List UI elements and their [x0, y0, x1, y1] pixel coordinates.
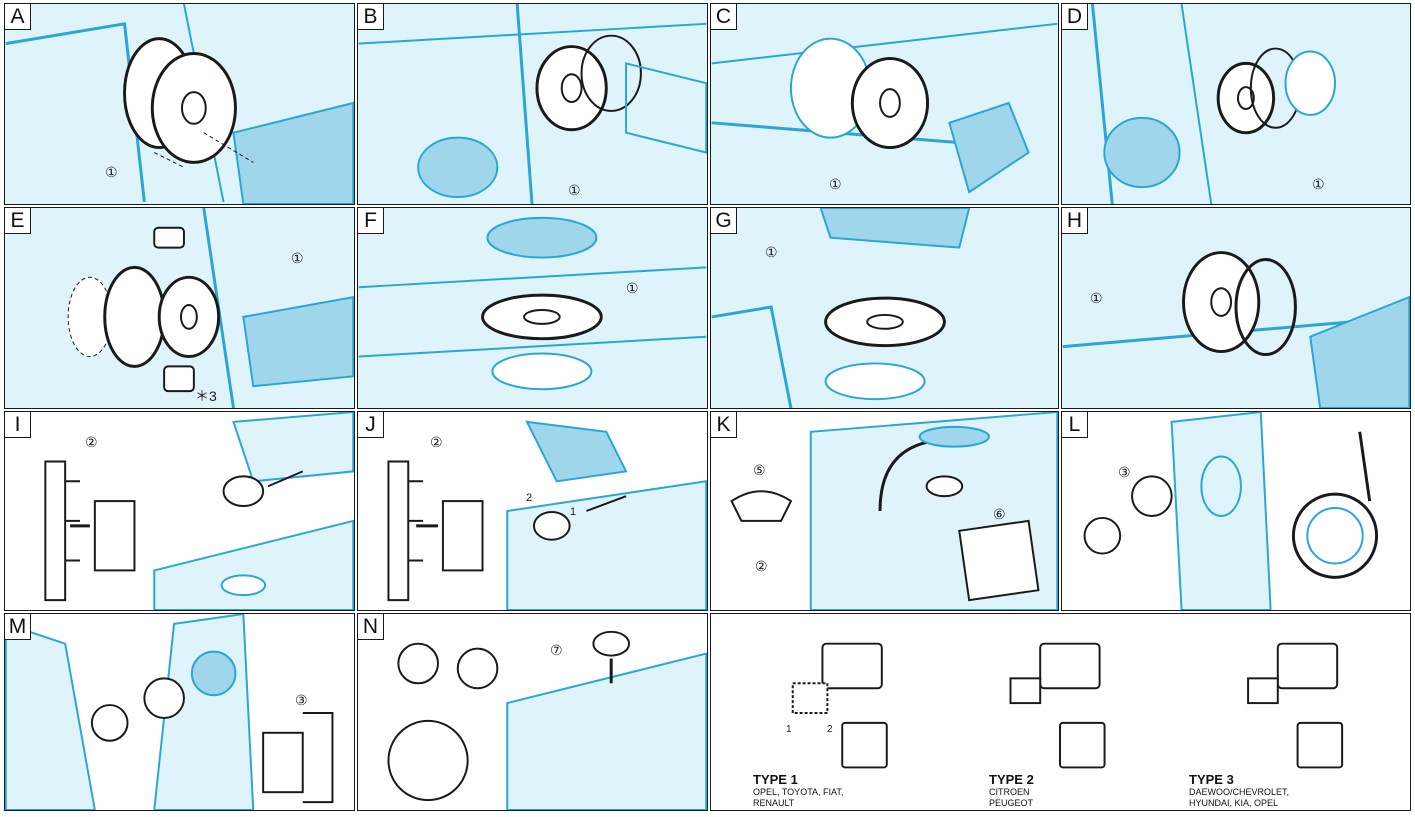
- panel-c-illustration: [711, 22, 1058, 194]
- callout-1: ①: [626, 280, 639, 296]
- panel-label: F: [358, 208, 384, 234]
- callout-2: ②: [755, 558, 768, 574]
- panel-label: G: [711, 208, 737, 234]
- callout-1: ①: [291, 250, 304, 266]
- panel-a-illustration: [5, 4, 354, 204]
- panel-label: A: [5, 4, 31, 30]
- panel-label: J: [358, 412, 384, 438]
- connector-types-panel: 1 2 TYPE 1 OPEL, TOYOTA, FIAT, RENAULT T…: [710, 613, 1411, 811]
- panel-m: M ③: [4, 613, 355, 811]
- panel-h: H ①: [1061, 207, 1411, 409]
- callout-1: ①: [105, 164, 118, 180]
- connector-type-1: TYPE 1 OPEL, TOYOTA, FIAT, RENAULT: [753, 772, 873, 809]
- panel-d-illustration: [1090, 4, 1337, 204]
- panel-c: C ①: [710, 3, 1059, 205]
- panel-label: I: [5, 412, 31, 438]
- callout-1: ①: [829, 176, 842, 192]
- panel-b: B ①: [357, 3, 708, 205]
- panel-label: M: [5, 614, 31, 640]
- callout-5: ⑤: [753, 462, 766, 478]
- panel-g-illustration: [711, 208, 971, 408]
- callout-2: ②: [85, 434, 98, 450]
- panel-b-illustration: [358, 4, 707, 204]
- panel-k: K ⑤ ② ⑥: [710, 411, 1059, 611]
- step-2-label: 2: [827, 724, 833, 735]
- callout-1: ①: [1312, 176, 1325, 192]
- callout-2: ②: [430, 434, 443, 450]
- callout-7: ⑦: [550, 642, 563, 658]
- panel-f-illustration: [358, 216, 707, 391]
- callout-1: ①: [1090, 290, 1103, 306]
- panel-l-illustration: [1083, 412, 1379, 610]
- panel-i: I ②: [4, 411, 355, 611]
- callout-6: ⑥: [993, 506, 1006, 522]
- installation-diagram-grid: A ① B ① C ①: [4, 3, 1411, 811]
- connector-type-desc: OPEL, TOYOTA, FIAT, RENAULT: [753, 787, 844, 808]
- connector-type-3: TYPE 3 DAEWOO/CHEVROLET, HYUNDAI, KIA, O…: [1189, 772, 1319, 809]
- connector-type-title: TYPE 1: [753, 772, 798, 787]
- step-2-label: 2: [526, 492, 533, 504]
- connector-type-desc: DAEWOO/CHEVROLET, HYUNDAI, KIA, OPEL: [1189, 787, 1290, 808]
- panel-l: L ③: [1061, 411, 1411, 611]
- panel-n-illustration: [387, 630, 707, 810]
- panel-label: H: [1062, 208, 1088, 234]
- panel-label: L: [1062, 412, 1088, 438]
- callout-1: ①: [568, 182, 581, 198]
- panel-label: N: [358, 614, 384, 640]
- panel-m-illustration: [5, 614, 334, 810]
- callout-3: ③: [295, 692, 308, 708]
- panel-i-illustration: [44, 412, 354, 610]
- panel-label: D: [1062, 4, 1088, 30]
- connector-type-2: TYPE 2 CITROEN PEUGEOT: [989, 772, 1049, 809]
- step-1-label: 1: [570, 506, 577, 518]
- panel-label: B: [358, 4, 384, 30]
- panel-a: A ①: [4, 3, 355, 205]
- panel-d: D ①: [1061, 3, 1411, 205]
- connector-type-title: TYPE 2: [989, 772, 1034, 787]
- connector-illustrations: [791, 642, 1344, 769]
- panel-j-illustration: [387, 420, 707, 610]
- footnote-mark: ＊3: [195, 388, 217, 404]
- panel-f: F ①: [357, 207, 708, 409]
- panel-j: J ② 2 1: [357, 411, 708, 611]
- panel-label: E: [5, 208, 31, 234]
- panel-h-illustration: [1062, 251, 1410, 408]
- panel-g: G ①: [710, 207, 1059, 409]
- panel-label: K: [711, 412, 737, 438]
- connector-type-desc: CITROEN PEUGEOT: [989, 787, 1034, 808]
- panel-e: E ① ＊3: [4, 207, 355, 409]
- panel-k-illustration: [730, 412, 1058, 610]
- panel-n: N ⑦: [357, 613, 708, 811]
- panel-e-illustration: [67, 208, 354, 408]
- callout-1: ①: [765, 244, 778, 260]
- panel-label: C: [711, 4, 737, 30]
- step-1-label: 1: [786, 724, 792, 735]
- connector-type-title: TYPE 3: [1189, 772, 1234, 787]
- callout-3: ③: [1118, 464, 1131, 480]
